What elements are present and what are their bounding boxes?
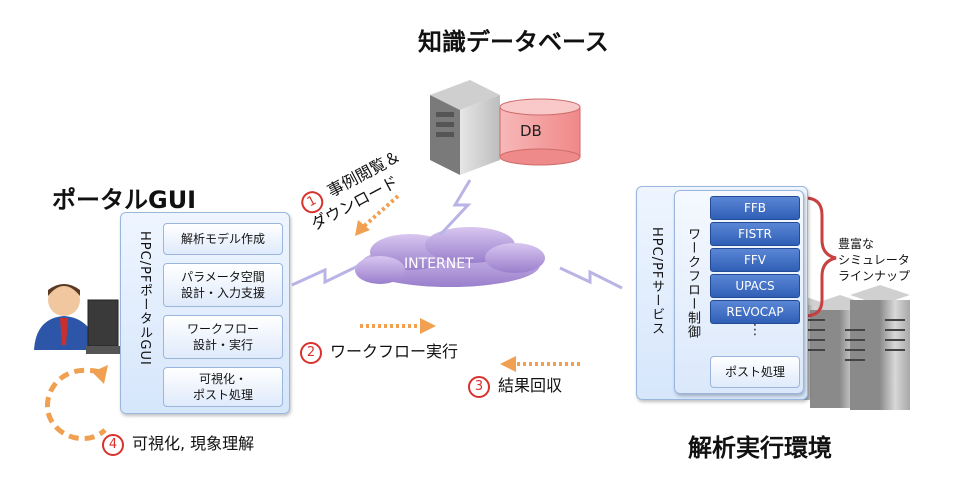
- portal-item-visualize[interactable]: 可視化・ ポスト処理: [163, 367, 283, 407]
- step2-label: 2 ワークフロー実行: [300, 338, 458, 364]
- step4-number: 4: [102, 433, 124, 456]
- step3-text: 結果回収: [498, 376, 563, 395]
- db-server-icon: [430, 80, 500, 175]
- db-label: DB: [520, 122, 542, 140]
- workflow-control-label: ワークフロー制御: [685, 227, 700, 339]
- user-at-computer-icon: [34, 284, 122, 354]
- exec-env-title: 解析実行環境: [688, 434, 832, 462]
- portal-item-model[interactable]: 解析モデル作成: [163, 223, 283, 255]
- internet-cloud-icon: [355, 227, 545, 287]
- simulator-upacs[interactable]: UPACS: [710, 274, 800, 298]
- simulator-revocap[interactable]: REVOCAP: [710, 300, 800, 324]
- step4-text: 可視化, 現象理解: [132, 434, 255, 453]
- step3-number: 3: [468, 375, 490, 398]
- step2-text: ワークフロー実行: [330, 342, 459, 361]
- post-processing-box[interactable]: ポスト処理: [710, 356, 800, 388]
- simulator-ffv[interactable]: FFV: [710, 248, 800, 272]
- database-cylinder-icon: [499, 98, 581, 166]
- portal-vertical-label: HPC/PFポータルGUI: [137, 231, 152, 366]
- simulator-brace: [804, 196, 837, 318]
- portal-item-parameter[interactable]: パラメータ空間 設計・入力支援: [163, 263, 283, 307]
- hpc-service-label: HPC/PFサービス: [649, 227, 664, 336]
- step3-label: 3 結果回収: [468, 372, 562, 398]
- step2-number: 2: [300, 341, 322, 364]
- lightning-portal-link: [291, 264, 359, 287]
- arrow-step1: [360, 194, 400, 230]
- portal-gui-title: ポータルGUI: [52, 186, 197, 214]
- arrow-step4-loop: [44, 367, 107, 441]
- lightning-exec-link: [559, 266, 623, 290]
- portal-item-workflow[interactable]: ワークフロー 設計・実行: [163, 315, 283, 359]
- portal-panel: HPC/PFポータルGUI 解析モデル作成 パラメータ空間 設計・入力支援 ワー…: [120, 212, 290, 414]
- lightning-db-link: [438, 179, 472, 237]
- step4-label: 4 可視化, 現象理解: [102, 430, 254, 456]
- simulator-fistr[interactable]: FISTR: [710, 222, 800, 246]
- knowledge-db-title: 知識データベース: [418, 28, 609, 56]
- simulator-ffb[interactable]: FFB: [710, 196, 800, 220]
- internet-label: INTERNET: [404, 256, 474, 272]
- simulator-ellipsis: ⋮: [748, 322, 762, 338]
- simulator-lineup-label: 豊富な シミュレータ ラインナップ: [838, 237, 911, 283]
